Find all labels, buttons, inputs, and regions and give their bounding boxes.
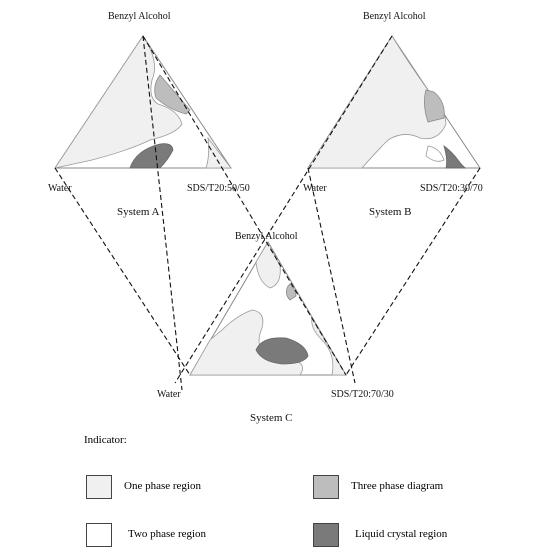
three-phase-region-c bbox=[286, 283, 297, 301]
legend-swatch-one-phase bbox=[86, 475, 112, 499]
system-b-label: System B bbox=[369, 206, 412, 218]
legend-swatch-three-phase bbox=[313, 475, 339, 499]
dashed-connector-lines bbox=[54, 35, 481, 391]
one-phase-region-a-right bbox=[205, 136, 232, 169]
three-phase-region-a bbox=[154, 74, 191, 115]
three-phase-region-b bbox=[424, 89, 445, 123]
legend-swatch-liquid-crystal bbox=[313, 523, 339, 547]
connector-b-left-to-c-left bbox=[174, 35, 393, 384]
connector-a-top-to-c-right bbox=[142, 35, 347, 376]
legend-label-three-phase: Three phase diagram bbox=[351, 480, 444, 492]
connector-b-right-to-c-right bbox=[345, 167, 481, 376]
one-phase-region-b bbox=[307, 35, 447, 169]
system-b-left-label: Water bbox=[303, 183, 327, 194]
one-phase-region-a bbox=[54, 35, 183, 169]
system-c-label: System C bbox=[250, 412, 293, 424]
connector-a-left bbox=[54, 167, 191, 376]
system-c-left-label: Water bbox=[157, 389, 181, 400]
liquid-crystal-region-b bbox=[443, 144, 467, 169]
legend-label-two-phase: Two phase region bbox=[128, 528, 207, 540]
triangle-system-a bbox=[54, 35, 232, 169]
one-phase-region-c-top bbox=[255, 241, 281, 289]
two-phase-notch-b bbox=[425, 145, 445, 162]
system-a-left-label: Water bbox=[48, 183, 72, 194]
system-a-top-label: Benzyl Alcohol bbox=[108, 11, 171, 22]
connector-b-left-c-right bbox=[307, 167, 356, 384]
system-b-top-label: Benzyl Alcohol bbox=[363, 11, 426, 22]
legend-label-one-phase: One phase region bbox=[124, 480, 201, 492]
connector-a-right-to-c-left bbox=[142, 35, 183, 391]
system-a-right-label: SDS/T20:50/50 bbox=[187, 183, 250, 194]
legend-label-liquid-crystal: Liquid crystal region bbox=[355, 528, 448, 540]
legend-title: Indicator: bbox=[84, 434, 127, 446]
liquid-crystal-region-a bbox=[129, 143, 174, 169]
triangle-system-b bbox=[307, 35, 481, 169]
legend-swatch-two-phase bbox=[86, 523, 112, 547]
system-b-right-label: SDS/T20:30/70 bbox=[420, 183, 483, 194]
system-c-top-label: Benzyl Alcohol bbox=[235, 231, 298, 242]
system-a-label: System A bbox=[117, 206, 160, 218]
triangle-system-c bbox=[189, 241, 347, 376]
liquid-crystal-region-c bbox=[255, 337, 309, 365]
system-c-right-label: SDS/T20:70/30 bbox=[331, 389, 394, 400]
